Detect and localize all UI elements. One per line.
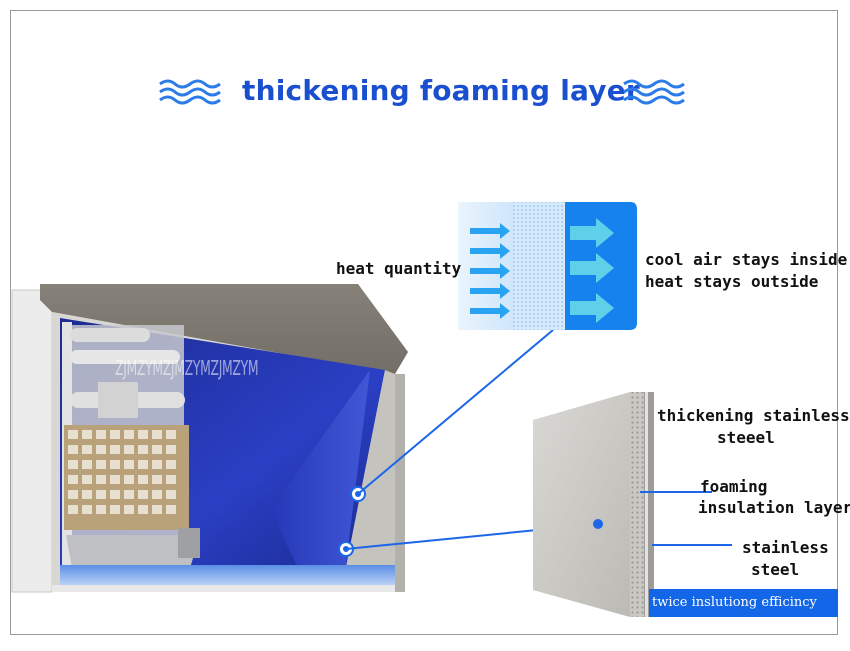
arrow-right-icon	[470, 223, 510, 319]
foaming-label-line2: insulation layer	[698, 498, 850, 517]
stainless-steel-label-line1: stainless	[742, 538, 829, 557]
wave-icon-right	[623, 79, 685, 105]
efficiency-banner-text: twice inslutiong efficincy	[652, 595, 817, 610]
heat-quantity-label: heat quantity	[336, 259, 462, 278]
cool-air-label-line2: heat stays outside	[645, 272, 819, 291]
image-frame	[10, 10, 838, 635]
watermark-text: ZJMZYMZJMZYMZJMZYM	[115, 356, 259, 380]
stainless-steel-label-line2: steel	[751, 560, 800, 579]
foaming-label-line1: foaming	[700, 477, 768, 496]
efficiency-banner	[649, 589, 838, 617]
cool-air-label-line1: cool air stays inside	[645, 250, 848, 269]
page-title: thickening foaming layer	[242, 74, 640, 107]
wave-icon-left	[159, 79, 221, 105]
thickening-steel-label-line2: steeel	[717, 428, 775, 447]
thickening-steel-label-line1: thickening stainless	[657, 406, 850, 425]
